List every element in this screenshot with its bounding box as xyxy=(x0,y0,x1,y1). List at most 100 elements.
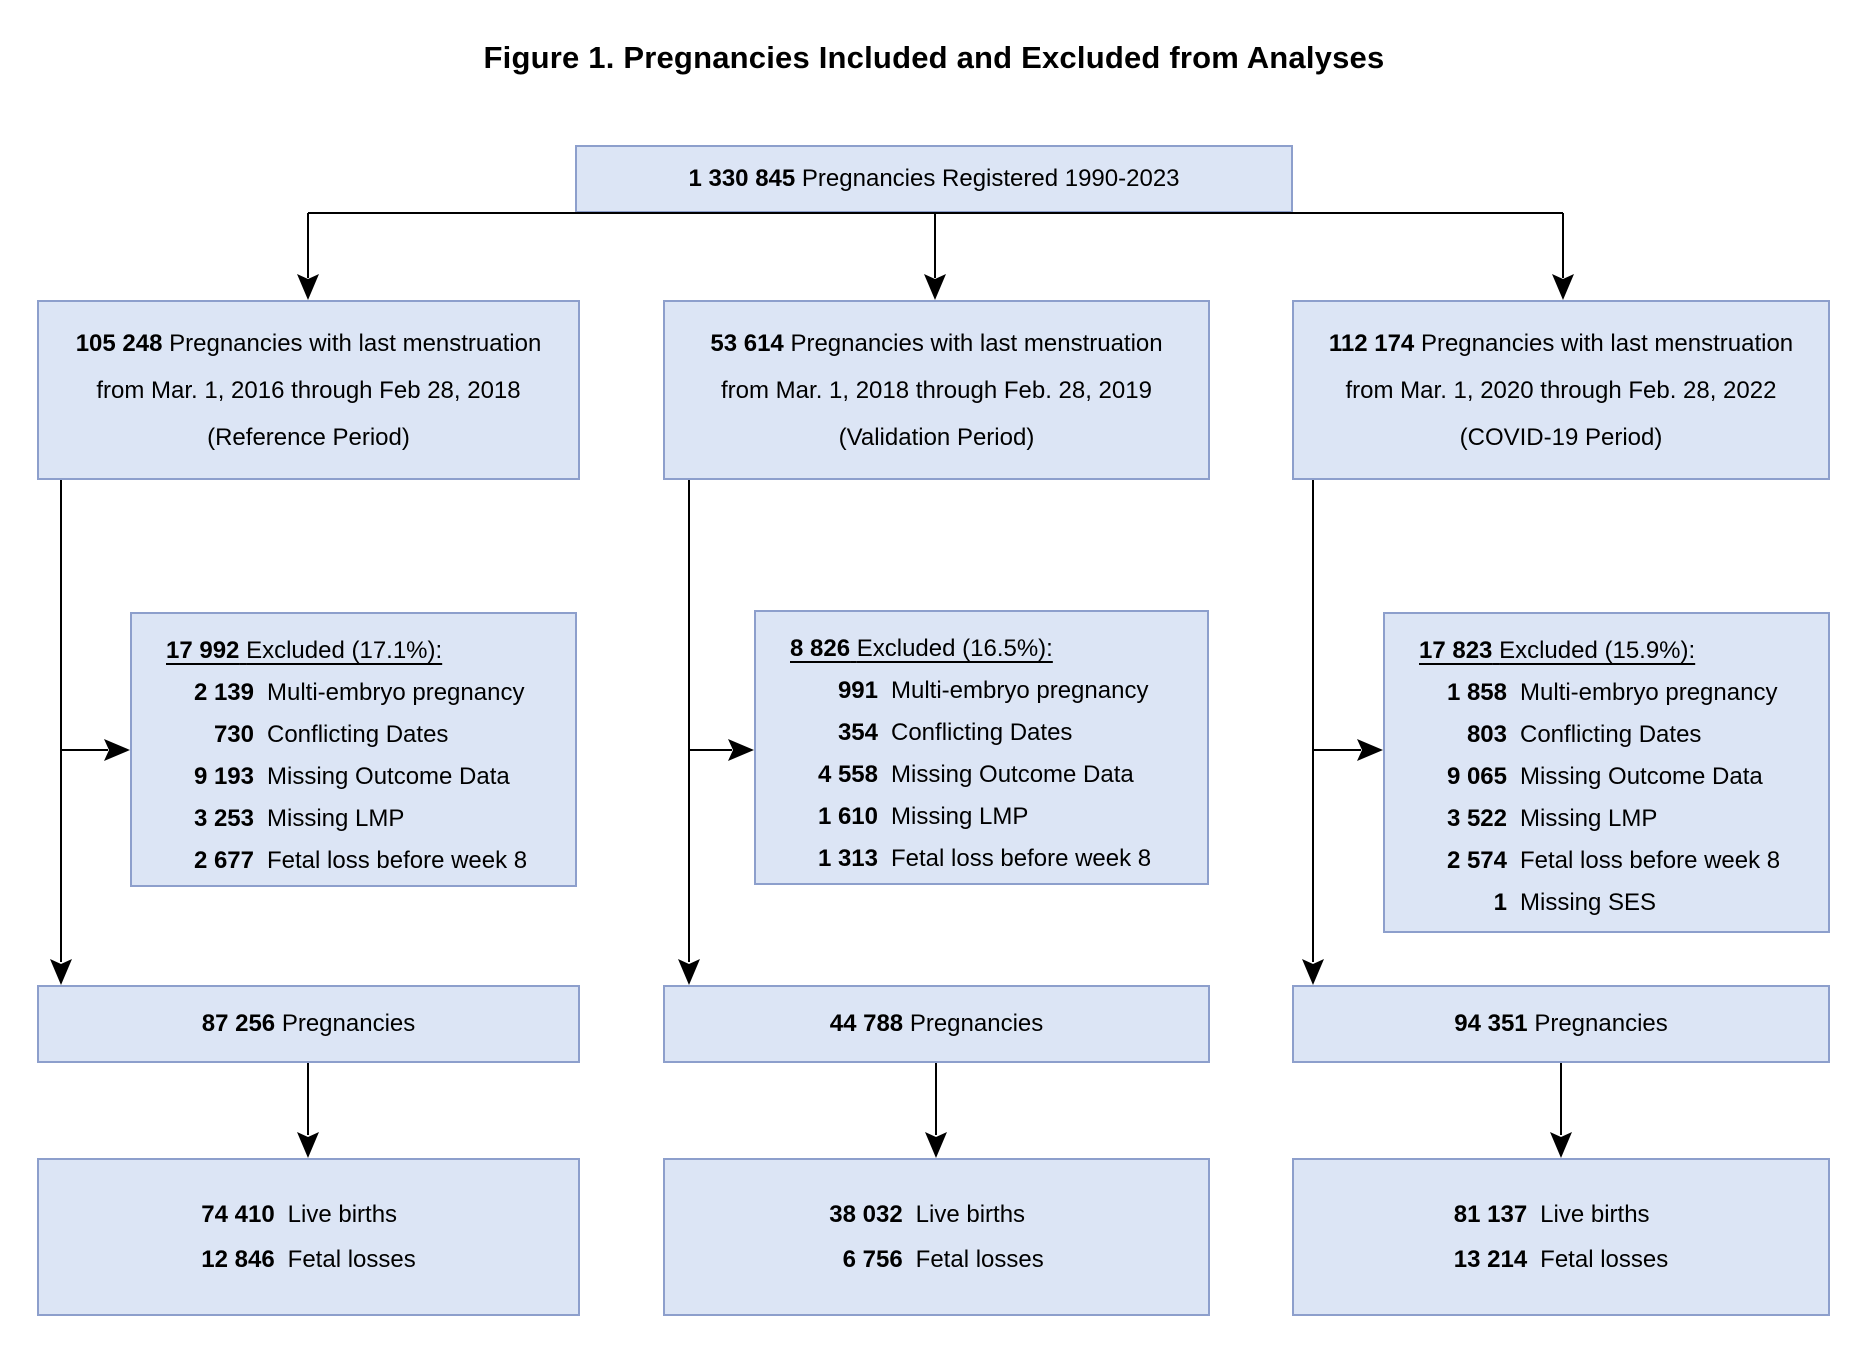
outcome-label: Fetal losses xyxy=(1540,1246,1669,1273)
excluded-header: 8 826 Excluded (16.5%): xyxy=(790,628,1207,670)
excluded-item-label: Conflicting Dates xyxy=(267,721,449,748)
excluded-item-value: 9 065 xyxy=(1446,763,1507,790)
outcome-box-covid: 81 137 Live births 13 214 Fetal losses xyxy=(1292,1158,1830,1316)
excluded-total: 17 823 xyxy=(1419,637,1493,664)
excluded-item-value: 354 xyxy=(837,719,878,746)
excluded-item-value: 803 xyxy=(1466,721,1507,748)
arrow-down-icon xyxy=(297,1132,319,1158)
excluded-item-value: 3 522 xyxy=(1446,805,1507,832)
excluded-item-value: 2 574 xyxy=(1446,847,1507,874)
outcome-label: Fetal losses xyxy=(287,1246,416,1273)
arrow-down-icon xyxy=(678,959,700,985)
excluded-total: 8 826 xyxy=(790,635,851,662)
period-line-2: from Mar. 1, 2020 through Feb. 28, 2022 xyxy=(1345,376,1777,404)
excluded-item-label: Conflicting Dates xyxy=(1520,721,1702,748)
excluded-item-label: Fetal loss before week 8 xyxy=(267,847,528,874)
figure-title: Figure 1. Pregnancies Included and Exclu… xyxy=(483,40,1385,75)
excluded-item-label: Missing Outcome Data xyxy=(1520,763,1763,790)
pregnancies-value: 94 351 xyxy=(1454,1010,1528,1037)
excluded-item-value: 730 xyxy=(213,721,254,748)
pregnancies-value: 87 256 xyxy=(201,1010,276,1037)
excluded-item-value: 3 253 xyxy=(193,805,254,832)
excluded-item-value: 1 610 xyxy=(817,803,878,830)
excluded-item-label: Multi-embryo pregnancy xyxy=(267,679,525,706)
pregnancies-label: Pregnancies xyxy=(281,1010,416,1037)
excluded-item-label: Missing LMP xyxy=(891,803,1029,830)
outcome-label: Fetal losses xyxy=(915,1246,1044,1273)
period-value: 53 614 xyxy=(710,329,784,357)
pregnancies-text: 94 351 Pregnancies xyxy=(1454,1010,1668,1038)
outcome-label: Live births xyxy=(915,1201,1026,1228)
excluded-item-value: 991 xyxy=(837,677,878,704)
pregnancies-text: 87 256 Pregnancies xyxy=(202,1010,416,1038)
excluded-item-value: 9 193 xyxy=(193,763,254,790)
period-line-1: 53 614 Pregnancies with last menstruatio… xyxy=(710,320,1162,367)
period-value: 105 248 xyxy=(75,329,163,357)
period-value: 112 174 xyxy=(1328,329,1415,357)
period-box-validation: 53 614 Pregnancies with last menstruatio… xyxy=(663,300,1210,480)
excluded-item-value: 4 558 xyxy=(817,761,878,788)
excluded-header: 17 992 Excluded (17.1%): xyxy=(166,630,575,672)
period-line-3: (Validation Period) xyxy=(838,423,1035,451)
arrow-down-icon xyxy=(924,274,946,300)
root-box-label: Pregnancies Registered 1990-2023 xyxy=(801,165,1180,192)
period-desc: Pregnancies with last menstruation xyxy=(169,329,542,357)
excluded-item-label: Missing Outcome Data xyxy=(891,761,1134,788)
period-desc: Pregnancies with last menstruation xyxy=(790,329,1163,357)
excluded-header-label: Excluded (17.1%): xyxy=(246,637,443,664)
excluded-box-covid: 17 823 Excluded (15.9%): 1 858 Multi-embr… xyxy=(1383,612,1830,933)
excluded-header: 17 823 Excluded (15.9%): xyxy=(1419,630,1828,672)
period-line-3: (Reference Period) xyxy=(207,423,410,451)
period-line-2: from Mar. 1, 2016 through Feb 28, 2018 xyxy=(96,376,521,404)
excluded-item-label: Missing LMP xyxy=(267,805,405,832)
excluded-items: 1 858 Multi-embryo pregnancy 803 Conflicti… xyxy=(1385,672,1828,924)
excluded-item-value: 1 313 xyxy=(817,845,878,872)
excluded-item-label: Conflicting Dates xyxy=(891,719,1073,746)
outcome-rows: 38 032 Live births 6 756 Fetal losses xyxy=(829,1192,1043,1282)
period-line-1: 105 248 Pregnancies with last menstruati… xyxy=(76,320,542,367)
excluded-items: 2 139 Multi-embryo pregnancy 730 Conflicti… xyxy=(132,672,575,882)
arrow-down-icon xyxy=(1550,1132,1572,1158)
excluded-item-label: Fetal loss before week 8 xyxy=(1520,847,1781,874)
arrow-down-icon xyxy=(1302,959,1324,985)
root-box-value: 1 330 845 xyxy=(688,165,796,192)
outcome-rows: 81 137 Live births 13 214 Fetal losses xyxy=(1454,1192,1668,1282)
period-line-1: 112 174 Pregnancies with last menstruati… xyxy=(1329,320,1793,367)
excluded-item-label: Missing Outcome Data xyxy=(267,763,510,790)
arrow-down-icon xyxy=(50,959,72,985)
arrow-right-icon xyxy=(1357,739,1383,761)
excluded-item-label: Fetal loss before week 8 xyxy=(891,845,1152,872)
excluded-item-value: 2 139 xyxy=(193,679,254,706)
pregnancies-box-covid: 94 351 Pregnancies xyxy=(1292,985,1830,1063)
arrow-right-icon xyxy=(728,739,754,761)
outcome-value: 81 137 xyxy=(1453,1201,1528,1228)
excluded-item-label: Multi-embryo pregnancy xyxy=(1520,679,1778,706)
excluded-item-value: 1 xyxy=(1493,889,1507,916)
outcome-label: Live births xyxy=(1540,1201,1650,1228)
pregnancies-label: Pregnancies xyxy=(909,1010,1044,1037)
excluded-item-value: 2 677 xyxy=(193,847,254,874)
outcome-value: 38 032 xyxy=(829,1201,903,1228)
excluded-item-label: Missing SES xyxy=(1520,889,1657,916)
arrow-down-icon xyxy=(925,1132,947,1158)
arrow-down-icon xyxy=(1552,274,1574,300)
outcome-value: 13 214 xyxy=(1453,1246,1528,1273)
excluded-header-label: Excluded (15.9%): xyxy=(1499,637,1696,664)
excluded-item-value: 1 858 xyxy=(1446,679,1507,706)
excluded-total: 17 992 xyxy=(166,637,240,664)
excluded-item-label: Missing LMP xyxy=(1520,805,1658,832)
pregnancies-value: 44 788 xyxy=(829,1010,904,1037)
pregnancies-label: Pregnancies xyxy=(1534,1010,1668,1037)
pregnancies-box-reference: 87 256 Pregnancies xyxy=(37,985,580,1063)
pregnancies-text: 44 788 Pregnancies xyxy=(830,1010,1044,1038)
arrow-down-icon xyxy=(297,274,319,300)
outcome-value: 6 756 xyxy=(842,1246,903,1273)
root-box: 1 330 845 Pregnancies Registered 1990-20… xyxy=(575,145,1293,213)
outcome-label: Live births xyxy=(287,1201,398,1228)
excluded-box-reference: 17 992 Excluded (17.1%): 2 139 Multi-embr… xyxy=(130,612,577,887)
